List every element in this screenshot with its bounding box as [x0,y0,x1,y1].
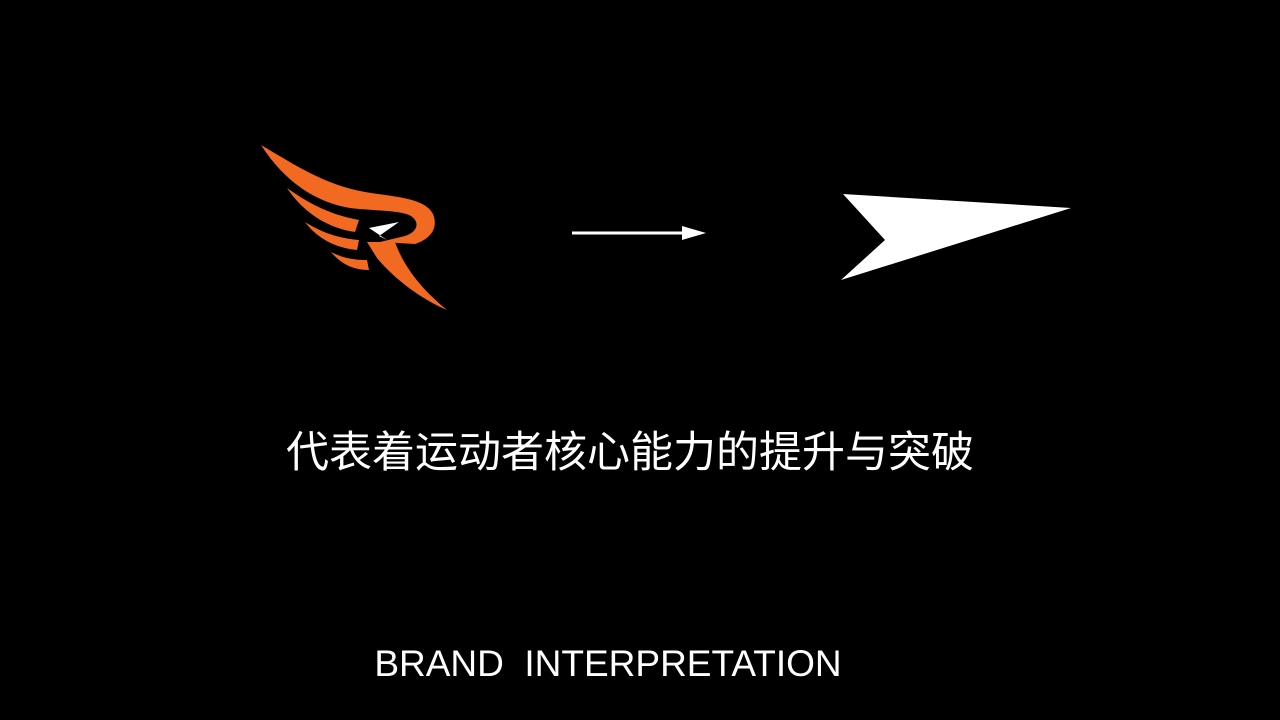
footer-label: BRAND INTERPRETATION [374,643,842,684]
pointed-wing-shape-icon [841,194,1071,280]
right-arrow-icon [572,226,706,240]
winged-r-logo-icon [261,145,447,310]
tagline: 代表着运动者核心能力的提升与突破 [286,428,974,478]
